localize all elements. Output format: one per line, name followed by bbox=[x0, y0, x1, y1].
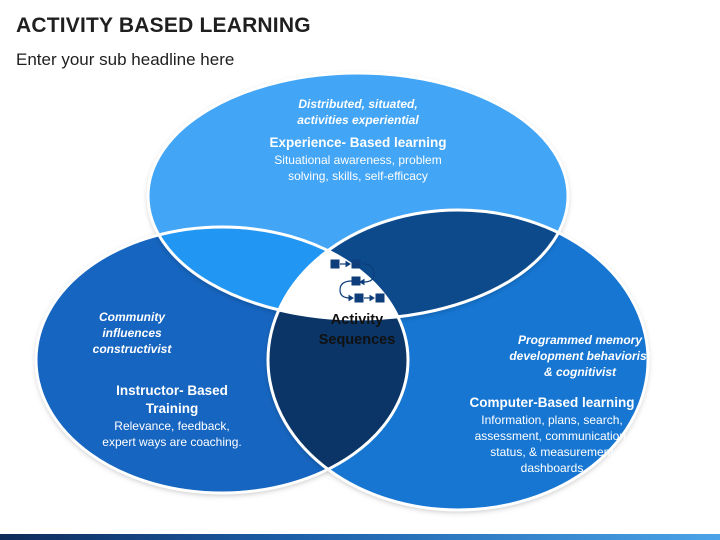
top-desc-line-2: solving, skills, self-efficacy bbox=[288, 169, 428, 183]
right-tagline-line-1: Programmed memory bbox=[517, 333, 643, 347]
left-tagline: Community influences constructivist bbox=[72, 309, 192, 357]
right-circle-text: Computer-Based learning Information, pla… bbox=[458, 394, 646, 476]
page-subtitle: Enter your sub headline here bbox=[16, 50, 235, 69]
left-heading-line-1: Instructor- Based bbox=[116, 383, 228, 398]
center-label-line-2: Sequences bbox=[318, 332, 396, 348]
center-label: Activity Sequences bbox=[292, 310, 422, 350]
center-overlap bbox=[268, 227, 408, 319]
left-tagline-line-2: influences bbox=[102, 326, 162, 340]
top-desc-line-1: Situational awareness, problem bbox=[274, 153, 442, 167]
page-title: ACTIVITY BASED LEARNING bbox=[16, 14, 311, 37]
right-desc-line-2: assessment, communication, bbox=[474, 429, 630, 443]
top-tagline-line-1: Distributed, situated, bbox=[298, 97, 418, 111]
workflow-sequence-icon bbox=[330, 259, 385, 303]
right-desc-line-3: status, & measurement bbox=[490, 445, 614, 459]
right-desc-line-4: dashboards bbox=[520, 461, 584, 475]
right-tagline: Programmed memory development behavioris… bbox=[495, 332, 665, 380]
left-desc-line-1: Relevance, feedback, bbox=[114, 419, 230, 433]
bottom-accent-bar bbox=[0, 534, 720, 540]
top-circle-text: Distributed, situated, activities experi… bbox=[223, 96, 493, 184]
top-tagline-line-2: activities experiential bbox=[297, 113, 419, 127]
top-heading: Experience- Based learning bbox=[269, 135, 447, 150]
left-desc-line-2: expert ways are coaching. bbox=[102, 435, 242, 449]
left-tagline-line-3: constructivist bbox=[92, 342, 172, 356]
right-desc-line-1: Information, plans, search, bbox=[481, 413, 623, 427]
right-tagline-line-3: & cognitivist bbox=[543, 365, 616, 379]
left-tagline-line-1: Community bbox=[99, 310, 165, 324]
left-circle-text: Instructor- Based Training Relevance, fe… bbox=[86, 382, 258, 450]
right-heading: Computer-Based learning bbox=[469, 395, 635, 410]
left-heading-line-2: Training bbox=[145, 401, 199, 416]
right-tagline-line-2: development behaviorist bbox=[509, 349, 651, 363]
center-label-line-1: Activity bbox=[330, 312, 384, 328]
